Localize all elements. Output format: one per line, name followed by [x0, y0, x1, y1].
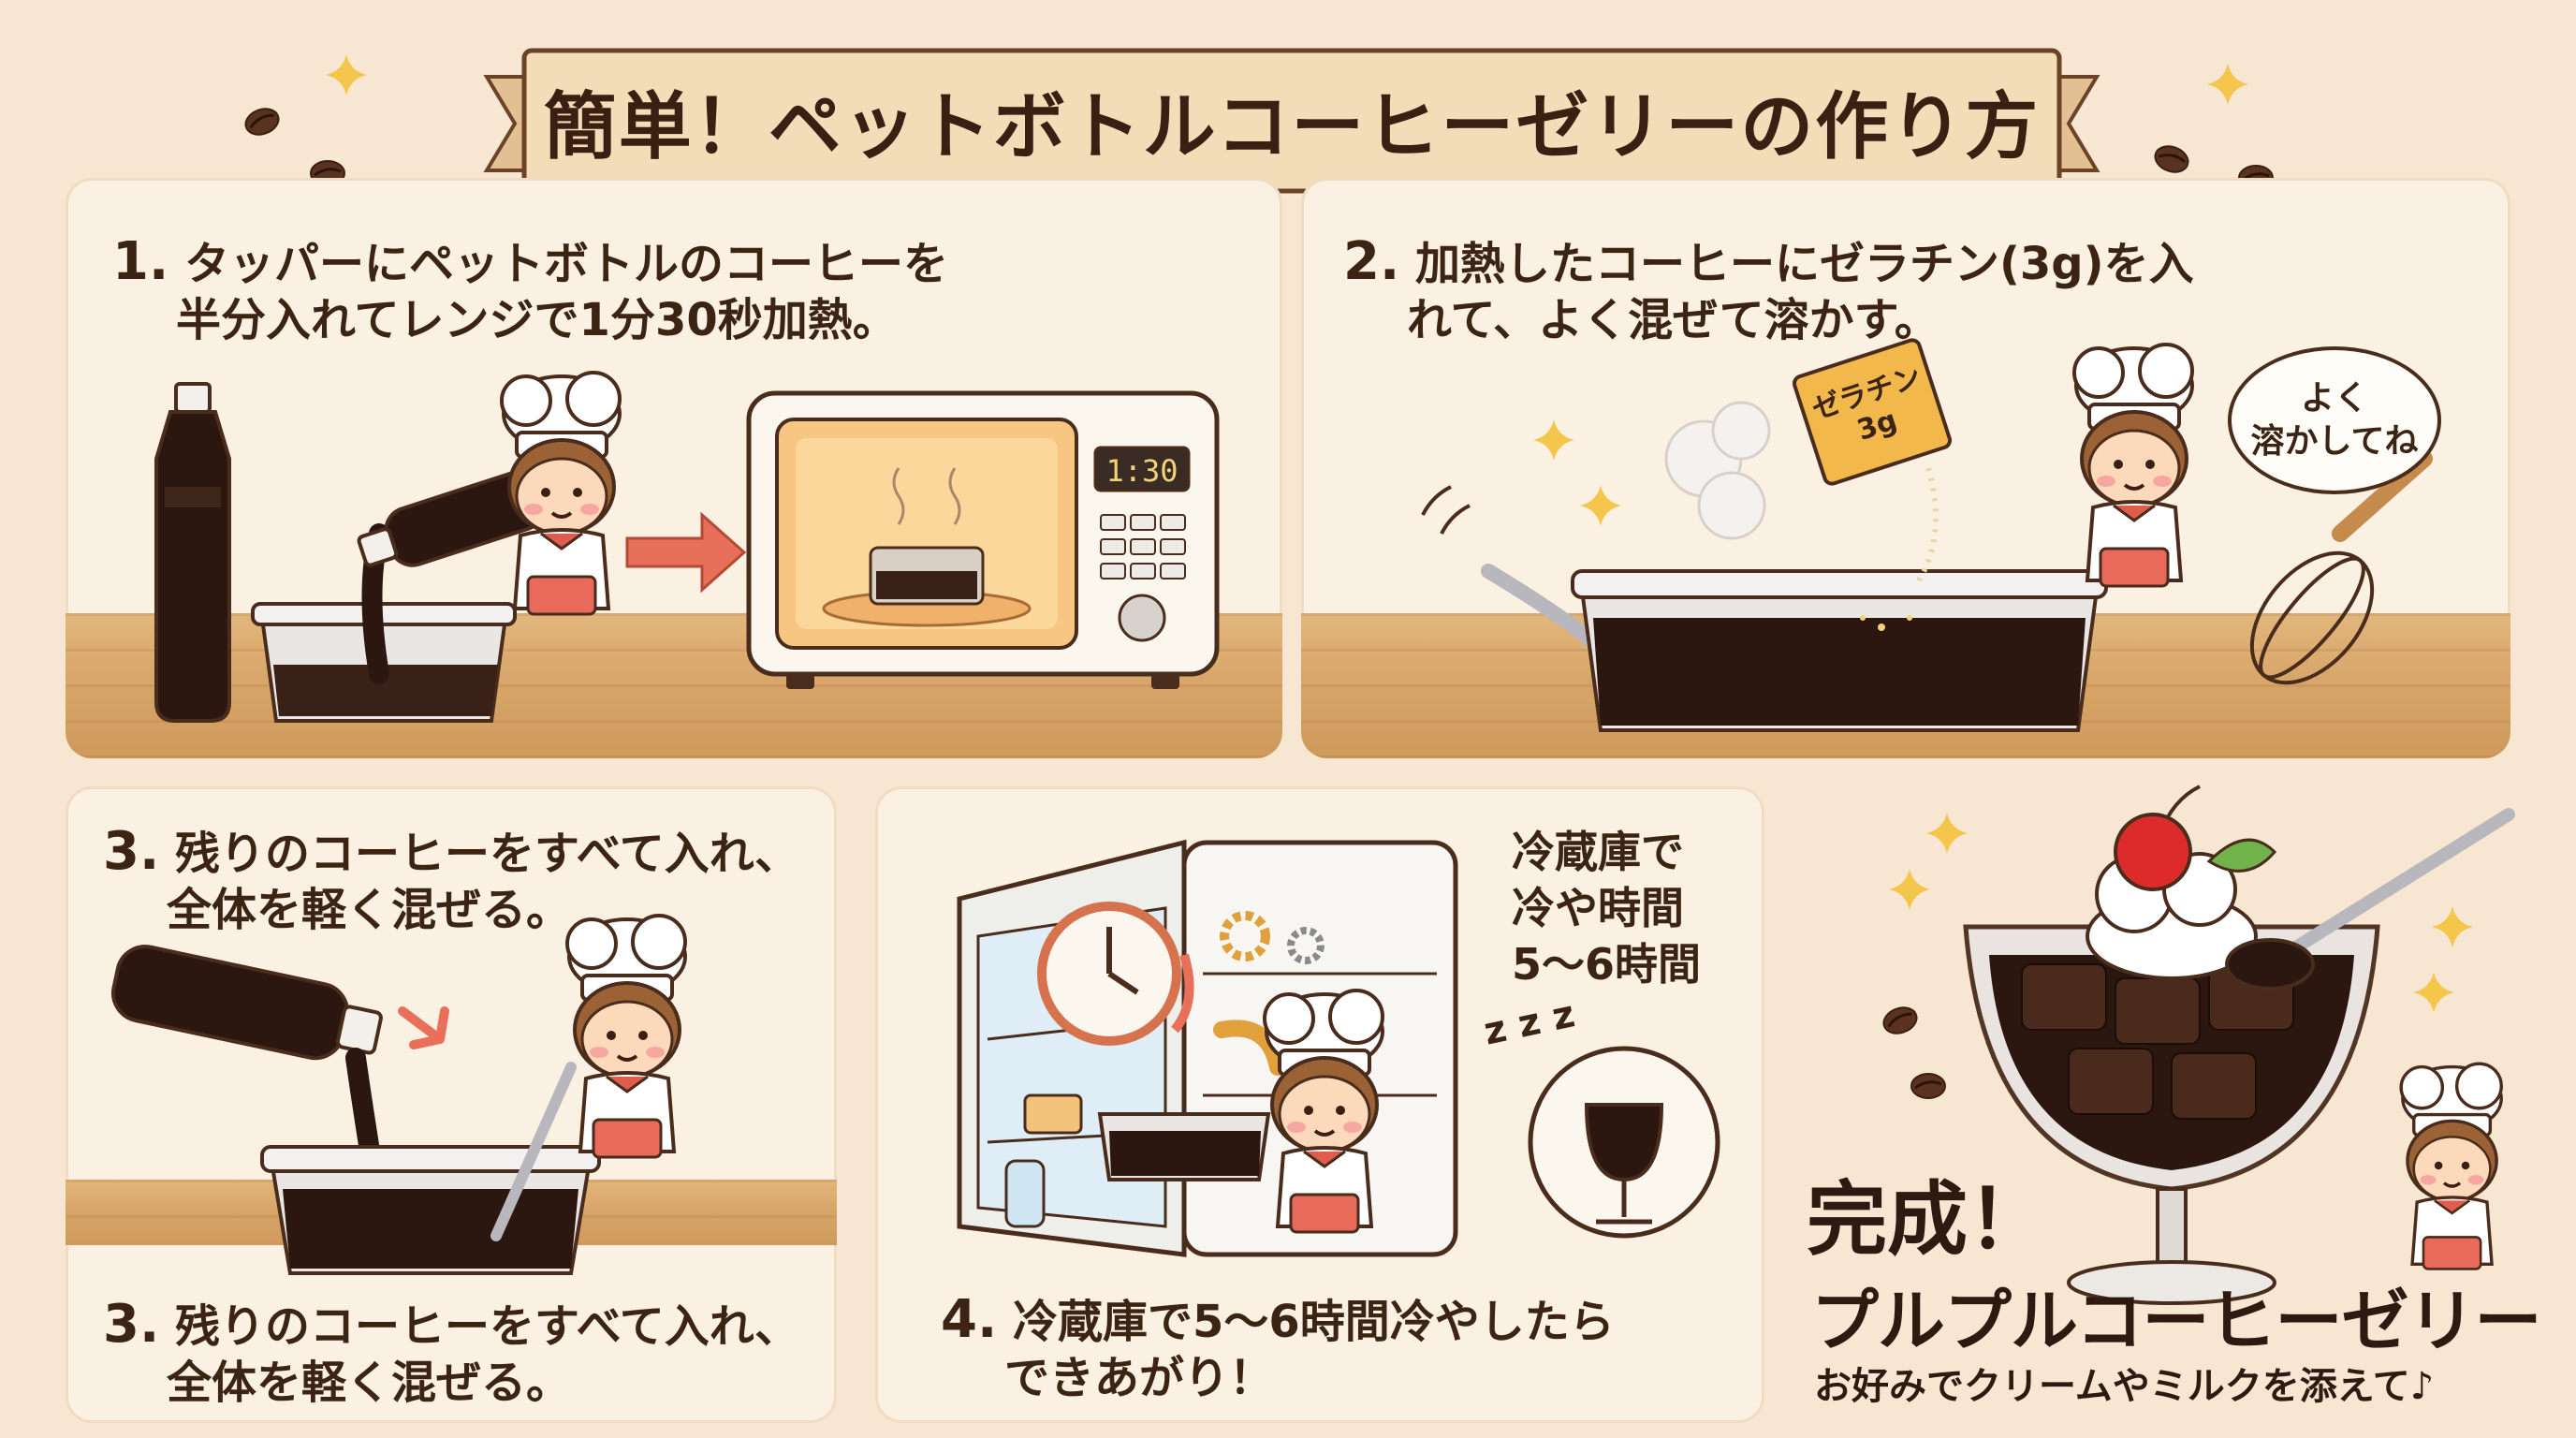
step2-text: 2. 加熱したコーヒーにゼラチン(3g)を入 れて、よく混ぜて溶かす。 — [1343, 231, 2194, 347]
final-illustration — [1879, 785, 2515, 1305]
page-title-banner: 簡単！ペットボトルコーヒーゼリーの作り方 — [524, 51, 2059, 191]
step1-illustration — [154, 371, 1220, 723]
gear-icon — [1220, 911, 1270, 961]
step3-text-bottom: 3. 残りのコーヒーをすべて入れ、 全体を軽く混ぜる。 — [103, 1294, 800, 1410]
next-arrow — [625, 511, 747, 594]
gelatin-packet — [1792, 338, 1953, 486]
fridge-note: 冷蔵庫で 冷や時間 5〜6時間 — [1512, 827, 1702, 990]
coffee-bottle — [154, 382, 231, 723]
final-note: お好みでクリームやミルクを添えて♪ — [1814, 1365, 2435, 1408]
final-title-line2: プルプルコーヒーゼリー — [1811, 1282, 2542, 1360]
step2-illustration — [1421, 338, 2433, 732]
tupperware-gelatin — [1571, 569, 2108, 732]
gear-icon-small — [1287, 927, 1325, 964]
speech-bubble: よく溶かしてね — [2228, 346, 2441, 494]
steam — [1664, 401, 1771, 540]
page-title: 簡単！ペットボトルコーヒーゼリーの作り方 — [543, 85, 2041, 169]
step3-text-top: 3. 残りのコーヒーをすべて入れ、 全体を軽く混ぜる。 — [103, 821, 800, 937]
whisk — [2249, 450, 2433, 685]
microwave-timer: 1:30 — [1105, 453, 1178, 489]
fridge — [957, 839, 1458, 1257]
coffee-jelly-cup — [1963, 785, 2515, 1305]
microwave — [746, 390, 1220, 689]
step3-illustration — [110, 914, 687, 1275]
decor-top-left — [241, 54, 367, 187]
step4-illustration — [957, 839, 1720, 1257]
step1-text: 1. タッパーにペットボトルのコーヒーを 半分入れてレンジで1分30秒加熱。 — [112, 231, 948, 347]
banner-ribbon — [483, 48, 2100, 194]
clock-icon — [1037, 902, 1194, 1046]
final-title-line1: 完成！ — [1807, 1173, 2048, 1267]
step4-text: 4. 冷蔵庫で5〜6時間冷やしたら できあがり！ — [941, 1289, 1615, 1405]
